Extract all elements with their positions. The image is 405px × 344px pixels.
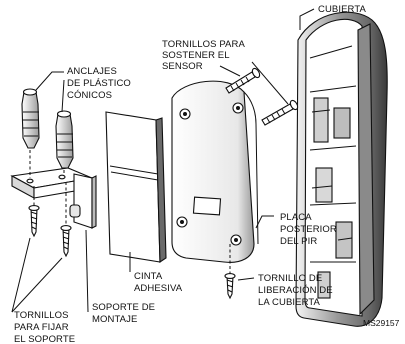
svg-text:ANCLAJES: ANCLAJES <box>67 66 117 77</box>
cover-release-screw <box>224 273 236 300</box>
svg-text:CÓNICOS: CÓNICOS <box>67 90 112 101</box>
label-mounting-bracket: SOPORTE DE MONTAJE <box>92 302 155 325</box>
bracket-screw-right <box>60 225 72 258</box>
svg-text:SENSOR: SENSOR <box>162 61 203 72</box>
svg-text:PARA FIJAR: PARA FIJAR <box>14 322 69 333</box>
bracket-screw-left <box>28 205 40 238</box>
svg-text:DE PLÁSTICO: DE PLÁSTICO <box>67 78 131 89</box>
svg-text:LIBERACIÓN DE: LIBERACIÓN DE <box>258 285 333 296</box>
label-cover-release-screw: TORNILLO DE LIBERACIÓN DE LA CUBIERTA <box>258 273 333 308</box>
label-mount-screws: TORNILLOS PARA FIJAR EL SOPORTE <box>14 310 75 344</box>
svg-text:TORNILLOS PARA: TORNILLOS PARA <box>162 39 245 50</box>
svg-text:POSTERIOR: POSTERIOR <box>280 224 337 235</box>
plastic-anchor-right <box>55 110 74 169</box>
svg-text:SOPORTE DE: SOPORTE DE <box>92 302 155 313</box>
svg-text:CINTA: CINTA <box>134 271 163 282</box>
sensor-screw-upper <box>225 67 261 94</box>
label-adhesive-tape: CINTA ADHESIVA <box>134 271 183 294</box>
plastic-anchor-left <box>21 88 40 149</box>
svg-text:DEL PIR: DEL PIR <box>280 236 317 247</box>
sensor-screw-lower <box>261 99 299 126</box>
leader-lines <box>11 8 315 313</box>
svg-text:ADHESIVA: ADHESIVA <box>134 283 183 294</box>
label-cover: CUBIERTA <box>318 4 367 15</box>
label-back-plate: PLACA POSTERIOR DEL PIR <box>280 212 337 247</box>
svg-text:LA CUBIERTA: LA CUBIERTA <box>258 297 321 308</box>
svg-text:TORNILLO DE: TORNILLO DE <box>258 273 322 284</box>
svg-text:MONTAJE: MONTAJE <box>92 314 137 325</box>
svg-text:EL SOPORTE: EL SOPORTE <box>14 334 75 344</box>
figure-code: MS29157 <box>363 318 400 328</box>
label-sensor-screws: TORNILLOS PARA SOSTENER EL SENSOR <box>162 39 245 72</box>
svg-text:PLACA: PLACA <box>280 212 312 223</box>
adhesive-tape <box>105 111 167 264</box>
cover <box>295 11 388 327</box>
label-anchors: ANCLAJES DE PLÁSTICO CÓNICOS <box>67 66 131 101</box>
svg-text:SOSTENER EL: SOSTENER EL <box>162 50 230 61</box>
assembly-dashed-lines <box>29 150 231 274</box>
svg-text:TORNILLOS: TORNILLOS <box>14 310 69 321</box>
pir-back-plate <box>171 80 259 263</box>
mounting-bracket <box>10 167 97 229</box>
